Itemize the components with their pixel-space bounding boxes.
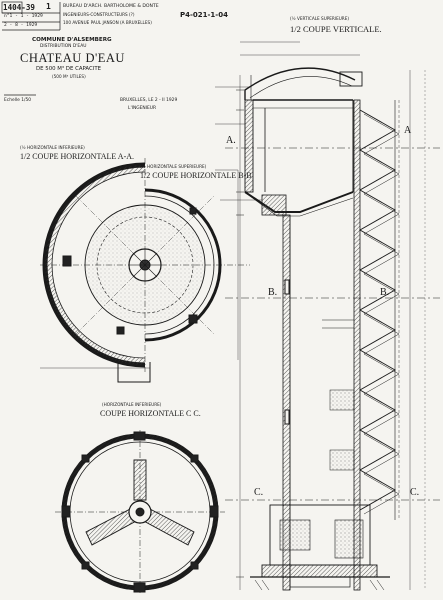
office-line-2: INGENIEURS-CONSTRUCTEURS (?) (63, 12, 135, 17)
marker-b-right: B. (380, 287, 390, 298)
scale-note: Echelle 1/50 (4, 98, 32, 103)
signature-note: L'INGENIEUR (128, 106, 157, 111)
capacity-line: DE 500 M³ DE CAPACITE (36, 66, 102, 72)
stamp-line-1: n°1 - 1 - 1929 (4, 14, 43, 19)
date-note: BRUXELLES, LE 2 - II 1929 (120, 98, 178, 103)
title-block (1, 1, 61, 96)
section-cc-small: (HORIZONTALE INFERIEURE) (102, 402, 162, 407)
reference-number: 1404-39 (3, 3, 36, 12)
marker-a-left: A. (226, 135, 236, 146)
vertical-section-title: 1/2 COUPE VERTICALE. (290, 24, 382, 34)
office-line-1: BUREAU D'ARCH. BARTHOLOME & DONTE (63, 4, 159, 9)
section-bb-small: (½ HORIZONTALE SUPERIEURE) (140, 164, 207, 169)
reference-suffix: 1 (46, 2, 51, 11)
section-cc-title: COUPE HORIZONTALE C C. (100, 409, 201, 418)
section-cc-plan (55, 430, 225, 594)
vertical-section (215, 41, 440, 591)
stamp-line-2: 2 - 8 - 1929 (4, 23, 38, 28)
marker-c-right: C. (410, 487, 420, 498)
section-aa-bb-plan (40, 158, 250, 383)
section-aa-small: (½ HORIZONTALE INFERIEURE) (20, 145, 85, 150)
marker-a-right: A (404, 125, 412, 136)
office-line-3: 100 AVENUE PAUL JANSON (A BRUXELLES) (63, 20, 152, 25)
marker-c-left: C. (254, 487, 264, 498)
marker-b-left: B. (268, 287, 278, 298)
drawing-title: CHATEAU D'EAU (20, 51, 125, 65)
section-bb-title: 1/2 COUPE HORIZONTALE B-B (140, 171, 252, 180)
capacity-sub: (500 M³ UTILES) (52, 74, 86, 79)
section-aa-title: 1/2 COUPE HORIZONTALE A-A. (20, 152, 135, 161)
vertical-section-small: (½ VERTICALE SUPERIEURE) (290, 16, 349, 21)
commune-subtitle: DISTRIBUTION D'EAU (40, 44, 87, 49)
commune-name: COMMUNE D'ALSEMBERG (32, 37, 112, 43)
catalog-number: P4-021-1-04 (180, 11, 228, 19)
